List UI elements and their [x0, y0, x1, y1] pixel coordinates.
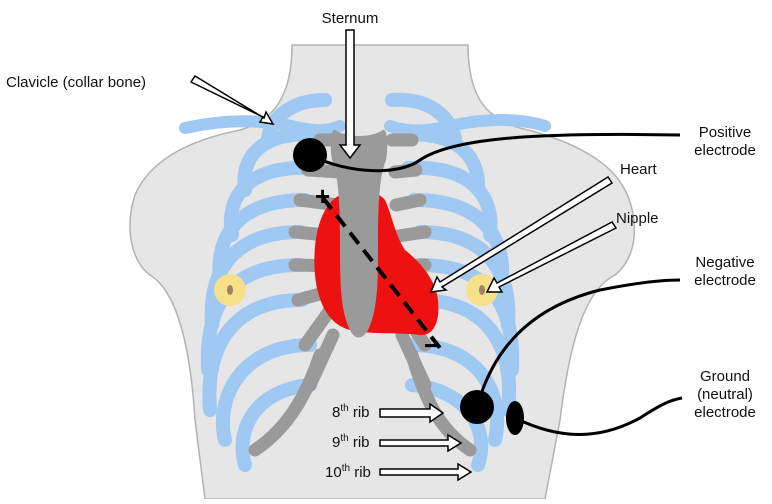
ground-electrode-label-line1: Ground — [680, 368, 770, 386]
negative-electrode-label-line1: Negative — [680, 254, 770, 272]
sternum-label: Sternum — [310, 10, 390, 28]
nipple-left — [214, 274, 246, 306]
ground-electrode-label: Ground (neutral) electrode — [680, 368, 770, 422]
plus-sign: + — [315, 183, 330, 209]
clavicle-label: Clavicle (collar bone) — [6, 74, 146, 92]
negative-electrode-label: Negative electrode — [680, 254, 770, 290]
rib10-suffix: th — [342, 463, 350, 474]
ground-electrode-label-line3: electrode — [680, 404, 770, 422]
nipple-label: Nipple — [616, 210, 659, 228]
rib8-suffix: th — [340, 403, 348, 414]
positive-electrode-label-line2: electrode — [680, 142, 770, 160]
minus-sign: − — [424, 332, 440, 360]
positive-electrode-label-line1: Positive — [680, 124, 770, 142]
positive-electrode-label: Positive electrode — [680, 124, 770, 160]
rib9-suffix: th — [340, 433, 348, 444]
rib9-word: rib — [349, 434, 370, 451]
positive-electrode — [293, 138, 327, 172]
rib8-word: rib — [349, 404, 370, 421]
heart-label: Heart — [620, 161, 657, 179]
rib8-label: 8th rib — [332, 404, 370, 422]
rib10-number: 10 — [325, 464, 342, 481]
rib10-word: rib — [350, 464, 371, 481]
ground-electrode — [506, 401, 524, 435]
negative-electrode — [460, 390, 494, 424]
rib10-label: 10th rib — [325, 464, 371, 482]
rib9-label: 9th rib — [332, 434, 370, 452]
ground-electrode-label-line2: (neutral) — [680, 386, 770, 404]
negative-electrode-label-line2: electrode — [680, 272, 770, 290]
